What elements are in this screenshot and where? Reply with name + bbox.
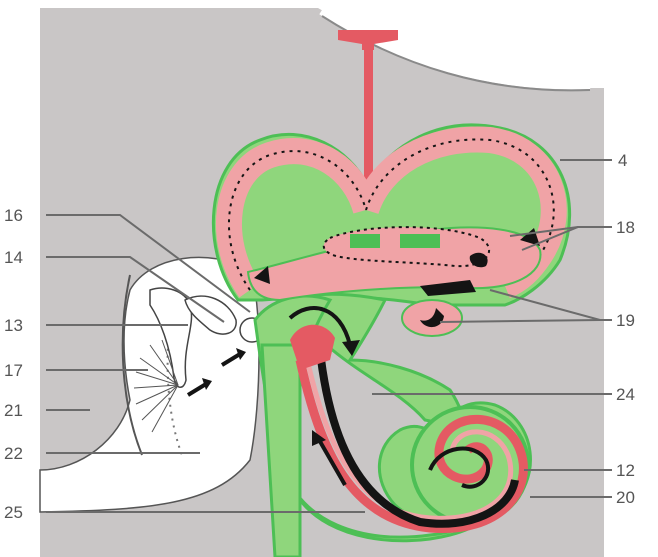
vestibule-stripes-b: [400, 234, 440, 248]
label-4: 4: [618, 151, 627, 170]
label-20: 20: [616, 488, 635, 507]
label-12: 12: [616, 461, 635, 480]
label-19: 19: [616, 311, 635, 330]
vestibule-stripes: [350, 234, 380, 248]
label-17: 17: [4, 361, 23, 380]
label-21: 21: [4, 401, 23, 420]
label-18: 18: [616, 218, 635, 237]
label-13: 13: [4, 316, 23, 335]
label-25: 25: [4, 503, 23, 522]
label-14: 14: [4, 248, 23, 267]
label-16: 16: [4, 206, 23, 225]
label-22: 22: [4, 444, 23, 463]
label-24: 24: [616, 385, 635, 404]
